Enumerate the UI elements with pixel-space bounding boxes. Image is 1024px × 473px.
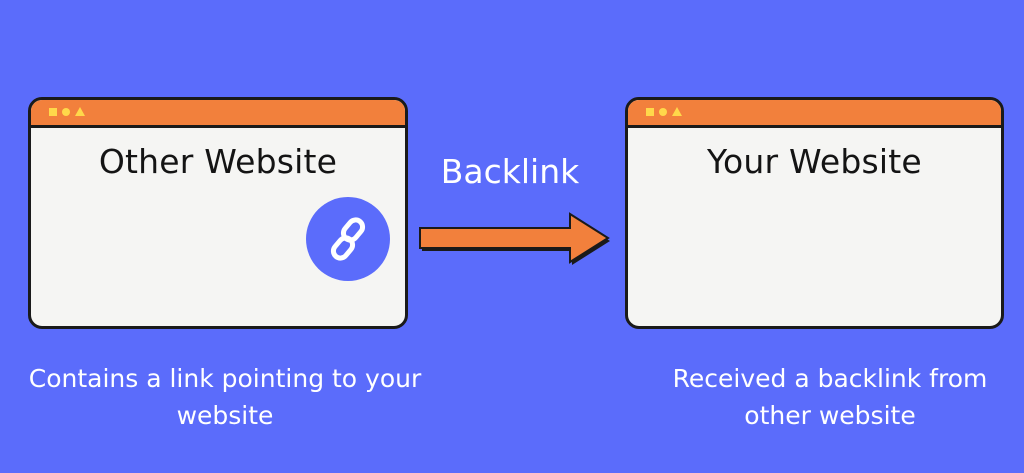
triangle-icon — [672, 107, 682, 116]
arrow-right-icon — [419, 212, 610, 265]
link-badge — [306, 197, 390, 281]
square-icon — [646, 107, 654, 116]
window-controls — [49, 107, 85, 116]
chain-link-icon — [330, 217, 366, 261]
your-website-title: Your Website — [707, 142, 922, 181]
backlink-label: Backlink — [440, 152, 580, 191]
circle-icon — [659, 107, 667, 116]
window-title-bar — [31, 100, 405, 128]
window-title-bar — [628, 100, 1001, 128]
circle-icon — [62, 107, 70, 116]
your-website-window: Your Website — [625, 97, 1004, 329]
window-controls — [646, 107, 682, 116]
other-website-title: Other Website — [98, 142, 338, 181]
square-icon — [49, 107, 57, 116]
triangle-icon — [75, 107, 85, 116]
left-caption: Contains a link pointing to your website — [28, 364, 422, 430]
right-caption: Received a backlink from other website — [672, 364, 988, 430]
